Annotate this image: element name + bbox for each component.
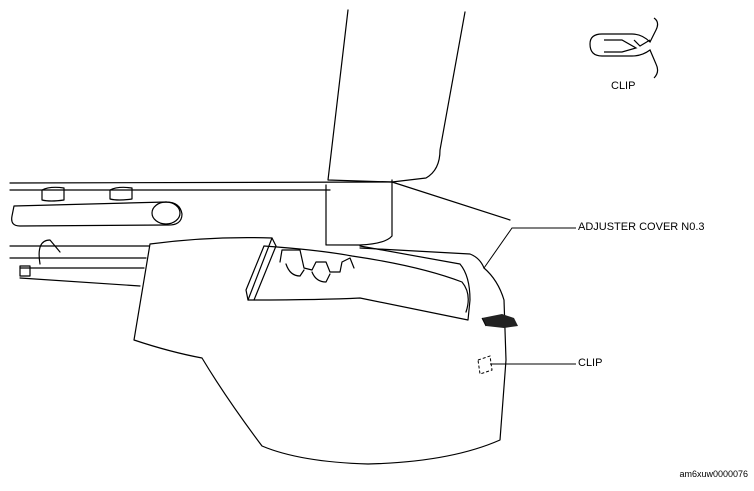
figure-code: am6xuw0000076 <box>679 469 748 479</box>
seat-back <box>327 9 466 183</box>
adjuster-cover-label: ADJUSTER COVER N0.3 <box>578 221 705 233</box>
adjuster-cover-leader <box>483 227 576 269</box>
clip-slot <box>477 355 493 375</box>
lower-rail <box>9 245 151 287</box>
frame-bar-end <box>151 201 181 225</box>
clip-label: CLIP <box>578 357 603 369</box>
clip-label: CLIP <box>611 80 636 92</box>
rail-bracket <box>19 239 61 277</box>
frame-opening-1 <box>41 186 65 202</box>
adjuster-hook <box>279 249 355 283</box>
cover-opening <box>263 245 469 313</box>
adjuster-cover-rim <box>245 237 485 301</box>
adjuster-cover <box>133 237 507 465</box>
frame-opening-2 <box>109 186 133 201</box>
arrow-icon <box>481 314 518 328</box>
frame-bar <box>11 201 183 227</box>
clip-icon <box>589 17 659 79</box>
seat-frame-rail <box>9 181 511 221</box>
seat-cushion-side <box>325 179 393 246</box>
